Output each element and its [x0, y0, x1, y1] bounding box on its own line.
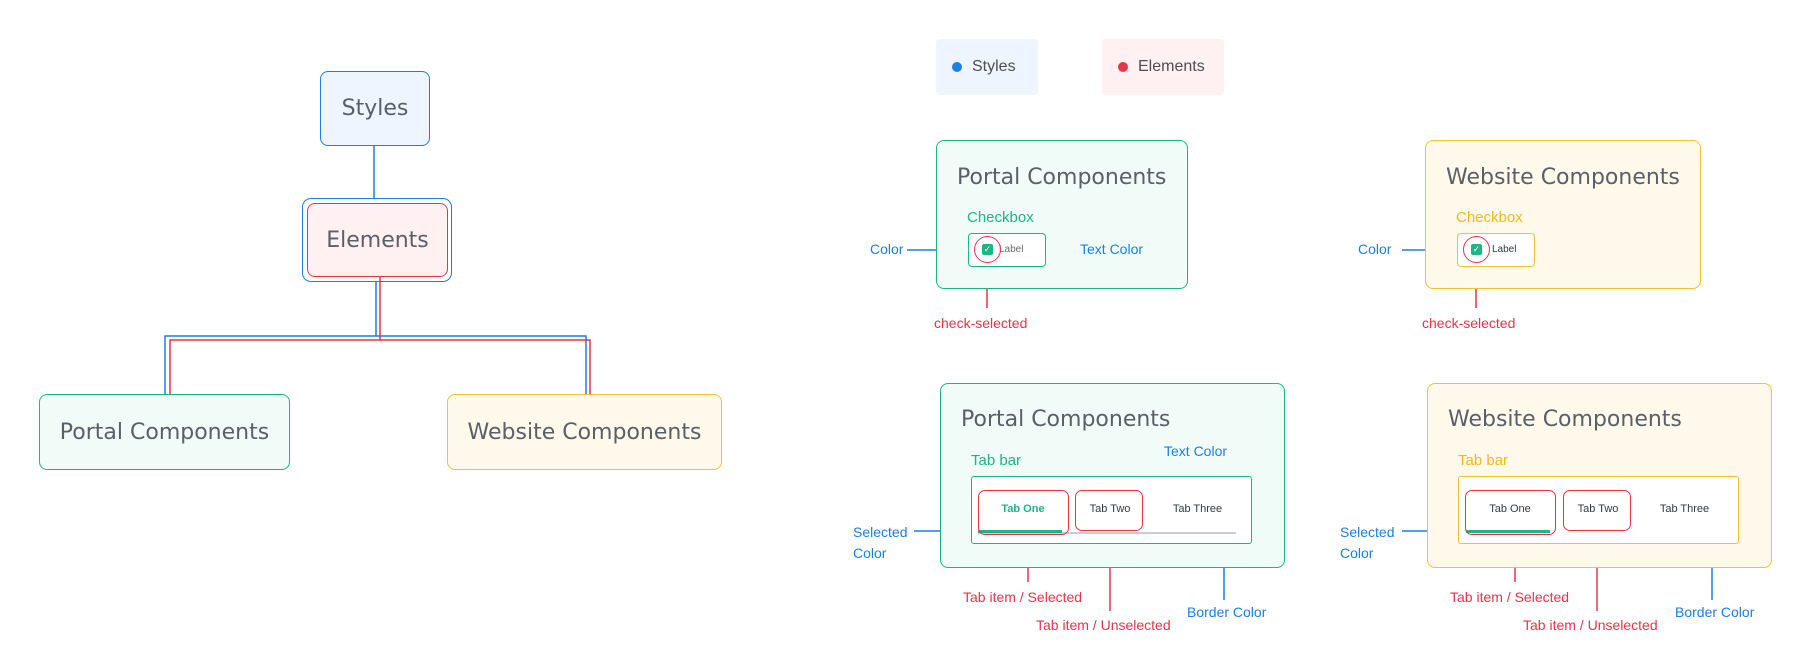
portal-checkbox-label: Label [999, 244, 1024, 255]
legend-styles-label: Styles [972, 58, 1016, 75]
portal-checkbox-check-selected-label: check-selected [934, 315, 1028, 331]
tree-node-elements-label: Elements [326, 227, 429, 253]
legend-elements: Elements [1102, 39, 1224, 95]
website-checkbox-color-label: Color [1358, 241, 1392, 257]
tree-node-elements: Elements [307, 203, 448, 277]
portal-tabbar-text-color-label: Text Color [1164, 443, 1228, 459]
website-checkbox-label: Label [1492, 244, 1517, 255]
portal-tab-three[interactable]: Tab Three [1172, 503, 1223, 515]
tree-node-website-label: Website Components [467, 419, 702, 445]
website-checkbox-subtitle: Checkbox [1456, 209, 1523, 226]
website-tab-two[interactable]: Tab Two [1577, 503, 1619, 515]
website-tab-three[interactable]: Tab Three [1659, 503, 1710, 515]
portal-tabbar-panel-title: Portal Components [961, 407, 1171, 432]
portal-checkbox-color-label: Color [870, 241, 904, 257]
website-tabbar-tab-selected-label: Tab item / Selected [1450, 589, 1570, 605]
legend-styles: Styles [936, 39, 1038, 95]
portal-tab-selected-highlight [978, 490, 1069, 535]
tree-node-website: Website Components [447, 394, 722, 470]
tree-node-portal-label: Portal Components [59, 419, 270, 445]
portal-checkbox-panel-title: Portal Components [957, 165, 1167, 190]
website-checkbox-check-selected-label: check-selected [1422, 315, 1516, 331]
website-checkbox-highlight-ring [1463, 236, 1490, 263]
website-checkbox-panel-title: Website Components [1446, 165, 1680, 190]
website-tab-unselected-highlight [1563, 490, 1631, 531]
portal-tab-unselected-highlight [1075, 490, 1143, 531]
portal-checkbox-highlight-ring [974, 236, 1001, 263]
legend-elements-dot [1118, 62, 1128, 72]
tree-node-portal: Portal Components [39, 394, 290, 470]
portal-checkbox-subtitle: Checkbox [967, 209, 1034, 226]
portal-tabbar-selected-indicator [978, 530, 1062, 533]
portal-tabbar-tab-unselected-label: Tab item / Unselected [1036, 617, 1171, 633]
portal-tabbar-selected-color-label-1: Selected [853, 524, 908, 540]
website-tab-selected-highlight [1465, 490, 1556, 535]
portal-tabbar-subtitle: Tab bar [971, 452, 1022, 469]
website-tabbar-tab-unselected-label: Tab item / Unselected [1523, 617, 1658, 633]
portal-tabbar-tab-selected-label: Tab item / Selected [963, 589, 1083, 605]
website-tabbar-border-color-label: Border Color [1675, 604, 1755, 620]
portal-tabbar-selected-color-label-2: Color [853, 545, 887, 561]
website-tabbar-selected-color-label-1: Selected [1340, 524, 1395, 540]
legend-styles-dot [952, 62, 962, 72]
website-tabbar-selected-indicator [1466, 530, 1550, 533]
portal-tabbar-border-color-label: Border Color [1187, 604, 1267, 620]
portal-tab-one[interactable]: Tab One [1001, 503, 1045, 515]
portal-tabbar-baseline [978, 532, 1236, 534]
website-tabbar-selected-color-label-2: Color [1340, 545, 1374, 561]
portal-tab-two[interactable]: Tab Two [1089, 503, 1131, 515]
website-tabbar-panel-title: Website Components [1448, 407, 1682, 432]
website-tabbar-subtitle: Tab bar [1458, 452, 1509, 469]
tree-node-styles: Styles [320, 71, 430, 146]
tree-node-elements-outline [302, 198, 452, 282]
tree-node-styles-label: Styles [341, 96, 409, 121]
website-tab-one[interactable]: Tab One [1489, 503, 1531, 515]
legend-elements-label: Elements [1138, 58, 1205, 75]
portal-checkbox-text-color-label: Text Color [1080, 241, 1144, 257]
